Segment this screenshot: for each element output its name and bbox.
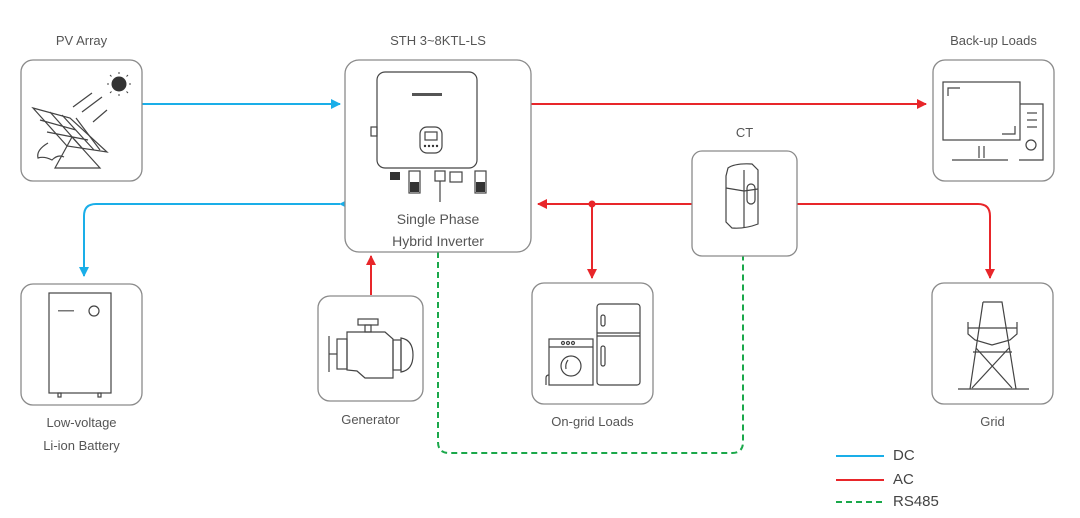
battery-label-line1: Low-voltage bbox=[46, 415, 117, 430]
inverter-model-label: STH 3~8KTL-LS bbox=[390, 33, 486, 48]
rs485-line-inverter-ct bbox=[437, 252, 744, 454]
legend bbox=[836, 455, 884, 503]
ac-line-ct-to-grid bbox=[797, 203, 995, 279]
dc-line-battery-inverter bbox=[79, 199, 349, 277]
inverter-type-line2: Hybrid Inverter bbox=[392, 233, 484, 249]
ct-label: CT bbox=[735, 125, 754, 140]
appliances-icon bbox=[545, 303, 641, 386]
ct-node bbox=[691, 150, 798, 257]
inverter-node bbox=[344, 59, 532, 253]
ongrid-loads-node bbox=[531, 282, 654, 405]
solar-panel-icon bbox=[31, 72, 131, 169]
grid-node bbox=[931, 282, 1054, 405]
legend-ac-label: AC bbox=[893, 471, 914, 488]
inverter-type-line1: Single Phase bbox=[396, 211, 480, 227]
legend-rs485-label: RS485 bbox=[893, 493, 939, 510]
pv-array-label: PV Array bbox=[55, 33, 108, 48]
backup-loads-node bbox=[932, 59, 1055, 182]
pylon-icon bbox=[958, 301, 1029, 390]
inverter-icon bbox=[370, 71, 487, 202]
ongrid-loads-label: On-grid Loads bbox=[551, 414, 634, 429]
engine-icon bbox=[328, 318, 414, 379]
generator-node bbox=[317, 295, 424, 402]
battery-node bbox=[20, 283, 143, 406]
backup-loads-label: Back-up Loads bbox=[950, 33, 1037, 48]
pv-array-node bbox=[20, 59, 143, 182]
battery-icon bbox=[48, 292, 112, 398]
legend-dc-label: DC bbox=[893, 447, 915, 464]
generator-label: Generator bbox=[341, 412, 400, 427]
computer-icon bbox=[942, 81, 1044, 161]
grid-label: Grid bbox=[980, 414, 1005, 429]
battery-label-line2: Li-ion Battery bbox=[43, 438, 120, 453]
current-transformer-icon bbox=[725, 163, 759, 229]
